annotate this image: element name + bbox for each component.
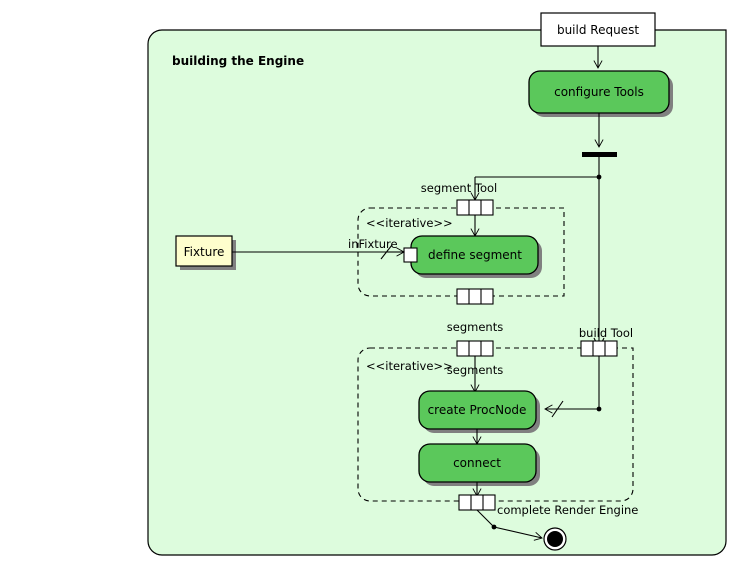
node-build-request[interactable]: build Request: [540, 12, 656, 47]
iterative-upper-border: [357, 207, 565, 297]
activity-partition: building the Engine: [147, 29, 727, 556]
pin-segments-in[interactable]: [456, 340, 494, 357]
iterative-lower-stereotype: <<iterative>>: [366, 359, 453, 373]
pin-segments-out[interactable]: [456, 288, 494, 305]
configure-tools-label: configure Tools: [554, 85, 644, 99]
partition-title: building the Engine: [172, 54, 304, 68]
fixture-label: Fixture: [184, 245, 225, 259]
edge-pin-to-final: [493, 526, 543, 541]
node-define-segment[interactable]: define segment: [410, 235, 542, 278]
iterative-lower-border: [357, 347, 634, 502]
label-complete-render-engine: complete Render Engine: [497, 503, 638, 517]
connect-label: connect: [453, 456, 501, 470]
node-fixture[interactable]: Fixture: [175, 235, 236, 270]
node-configure-tools[interactable]: configure Tools: [528, 70, 673, 117]
create-procnode-label: create ProcNode: [428, 403, 527, 417]
edge-buildtool-tick: [551, 400, 564, 418]
partition-body: [147, 29, 727, 556]
build-request-label: build Request: [557, 23, 639, 37]
fixture-box[interactable]: [175, 235, 233, 267]
group-iterative-lower: <<iterative>>: [357, 347, 634, 502]
pin-build-tool[interactable]: [580, 340, 618, 357]
node-connect[interactable]: connect: [418, 443, 540, 486]
pin-segment-tool[interactable]: [456, 199, 494, 216]
define-segment-label: define segment: [428, 248, 522, 262]
iterative-upper-stereotype: <<iterative>>: [366, 216, 453, 230]
pin-complete-render-engine[interactable]: [458, 494, 496, 511]
fork-bar-icon: [582, 152, 617, 157]
node-create-procnode[interactable]: create ProcNode: [418, 390, 540, 433]
edge-fixture-tick: [380, 244, 393, 260]
edge-pin-to-final-a: [476, 509, 495, 528]
label-build-tool: build Tool: [579, 326, 633, 340]
group-iterative-upper: <<iterative>>: [357, 207, 565, 297]
pin-in-fixture[interactable]: [403, 247, 418, 263]
final-node-icon: [543, 527, 567, 551]
build-request-box[interactable]: [540, 12, 656, 47]
junction-dot-upper: [596, 174, 602, 180]
label-in-fixture: inFixture: [348, 237, 398, 251]
label-segments-out: segments: [447, 320, 503, 334]
label-segment-tool: segment Tool: [421, 181, 497, 195]
